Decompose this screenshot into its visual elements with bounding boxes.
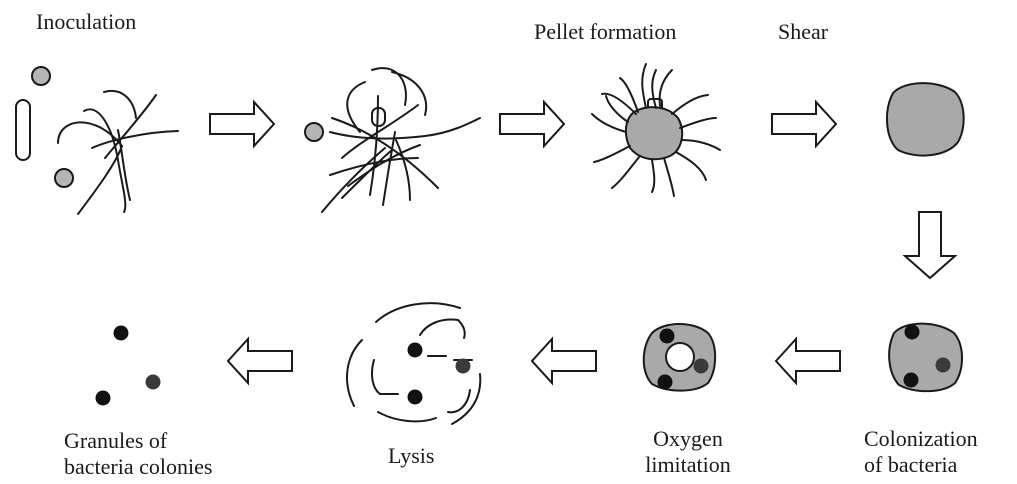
pellet-formation-label: Pellet formation — [534, 19, 676, 45]
shear-label: Shear — [778, 19, 828, 45]
left-arrow-icon — [228, 339, 292, 383]
spore — [32, 67, 50, 85]
sheared-pellet — [887, 83, 964, 155]
granule — [146, 375, 161, 390]
granule — [96, 391, 111, 406]
bacterium-colony — [660, 329, 675, 344]
oxygen-limitation-label-line: Oxygen — [645, 426, 731, 452]
bacterium-colony — [658, 375, 673, 390]
bacterium-colony — [904, 373, 919, 388]
granules-label: Granules of bacteria colonies — [64, 428, 212, 480]
bacterium-colony — [905, 325, 920, 340]
down-arrow-icon — [905, 212, 955, 278]
right-arrow-icon — [772, 102, 836, 146]
granules-stage — [96, 326, 161, 406]
lysis-stage — [347, 303, 480, 424]
inoculation-label: Inoculation — [36, 9, 136, 35]
bacterium-colony — [408, 343, 423, 358]
oxygen-limitation-label: Oxygen limitation — [645, 426, 731, 478]
left-arrow-icon — [776, 339, 840, 383]
granules-label-line: bacteria colonies — [64, 454, 212, 480]
pellet-formation-stage — [592, 64, 720, 196]
granule — [114, 326, 129, 341]
granules-label-line: Granules of — [64, 428, 212, 454]
lysis-label: Lysis — [388, 443, 434, 469]
hyphae-tangle — [58, 91, 178, 214]
hollow-core — [666, 343, 694, 371]
inoculation-stage — [16, 67, 178, 214]
bacterium-colony — [694, 359, 709, 374]
spore — [305, 123, 323, 141]
hyphal-growth-stage — [305, 68, 480, 212]
colonization-label-line: Colonization — [864, 426, 978, 452]
bacterium-colony — [456, 359, 471, 374]
oxygen-limitation-stage — [644, 324, 715, 391]
hyphae-network — [322, 68, 480, 212]
right-arrow-icon — [500, 102, 564, 146]
colonized-pellet — [889, 324, 962, 392]
left-arrow-icon — [532, 339, 596, 383]
right-arrow-icon — [210, 102, 274, 146]
colonization-stage — [889, 324, 962, 392]
bacterium-colony — [936, 358, 951, 373]
oxygen-limitation-label-line: limitation — [645, 452, 731, 478]
colonization-label: Colonization of bacteria — [864, 426, 978, 478]
pellet — [626, 107, 682, 159]
bacterium-rod — [16, 100, 30, 160]
bacterium-colony — [408, 390, 423, 405]
colonization-label-line: of bacteria — [864, 452, 978, 478]
spore — [55, 169, 73, 187]
